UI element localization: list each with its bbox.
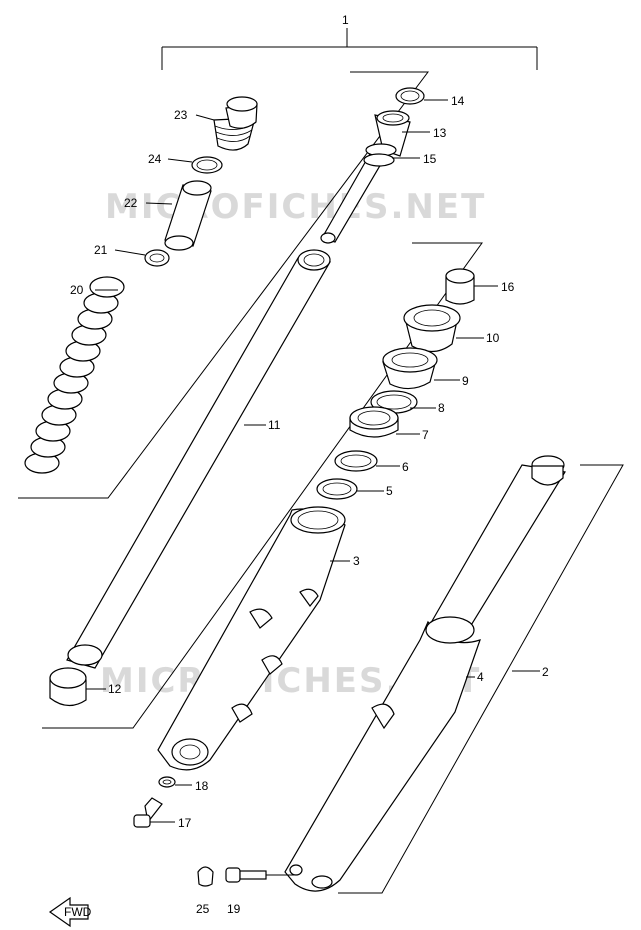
- o-ring-24: [191, 156, 223, 174]
- fork-spring: [24, 276, 125, 474]
- callout-24: 24: [148, 152, 162, 166]
- callout-11: 11: [268, 418, 281, 432]
- oil-seal-9: [382, 347, 438, 390]
- fwd-label: FWD: [64, 905, 92, 919]
- washer-7: [349, 406, 399, 438]
- callout-4: 4: [477, 670, 484, 684]
- callout-15: 15: [423, 152, 437, 166]
- callout-13: 13: [433, 126, 447, 140]
- callout-17: 17: [178, 816, 192, 830]
- fork-assembly: [284, 455, 566, 892]
- callout-9: 9: [462, 374, 469, 388]
- bolt-17: [133, 797, 163, 828]
- fwd-arrow-icon: FWD: [48, 896, 92, 928]
- bushing-5: [316, 478, 358, 500]
- damper-rod: [320, 110, 411, 244]
- cap-bolt: [213, 96, 258, 151]
- bolt-19: [225, 867, 267, 883]
- callout-22: 22: [124, 196, 138, 210]
- callout-23: 23: [174, 108, 188, 122]
- cap-25: [197, 866, 214, 887]
- callout-2: 2: [542, 665, 549, 679]
- watermark-top: MICROFICHES.NET: [105, 187, 486, 227]
- dust-seal-10: [403, 304, 461, 353]
- callout-25: 25: [196, 902, 210, 916]
- group-box-middle: [42, 242, 483, 729]
- callout-3: 3: [353, 554, 360, 568]
- callout-14: 14: [451, 94, 465, 108]
- outer-tube: [157, 506, 346, 771]
- leader-lines: [86, 99, 540, 876]
- callout-18: 18: [195, 779, 209, 793]
- dust-seal-16: [445, 268, 475, 305]
- inner-tube: [66, 249, 331, 669]
- assembly-bracket: [161, 28, 538, 70]
- ring-14: [395, 87, 425, 105]
- group-box-upper-left: [18, 71, 430, 499]
- callout-5: 5: [386, 484, 393, 498]
- callout-1: 1: [342, 13, 349, 27]
- bushing-6: [334, 450, 378, 472]
- callout-7: 7: [422, 428, 429, 442]
- callout-12: 12: [108, 682, 122, 696]
- callout-labels: 1 2 3 4 5 6 7 8 9 10 11 12 13 14 15 16 1…: [70, 13, 549, 916]
- callout-10: 10: [486, 331, 500, 345]
- callout-6: 6: [402, 460, 409, 474]
- spacer-tube: [164, 180, 212, 251]
- slide-bushing: [49, 667, 87, 707]
- callout-8: 8: [438, 401, 445, 415]
- callout-19: 19: [227, 902, 241, 916]
- washer-21: [144, 249, 170, 267]
- group-box-lower-right: [338, 464, 624, 894]
- callout-20: 20: [70, 283, 84, 297]
- callout-21: 21: [94, 243, 108, 257]
- callout-16: 16: [501, 280, 515, 294]
- gasket-18: [158, 776, 176, 788]
